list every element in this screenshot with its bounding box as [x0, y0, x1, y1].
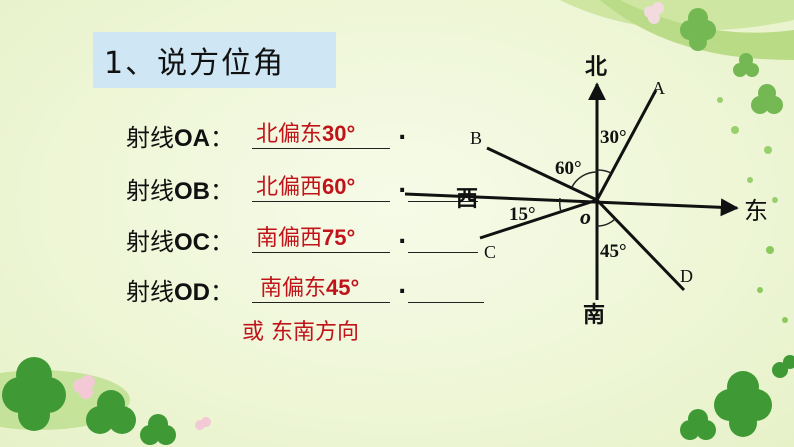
arc-oa — [596, 169, 612, 174]
answer-blank — [252, 148, 390, 149]
arc-oc — [558, 197, 562, 213]
answer-text: 北偏东30° — [256, 121, 356, 147]
answer-blank — [252, 252, 390, 253]
west-label: 西 — [456, 187, 478, 212]
period: . — [398, 224, 407, 249]
answer-text: 南偏西75° — [256, 225, 356, 251]
arc-ob — [571, 171, 598, 188]
point-b-label: B — [470, 128, 482, 148]
row-label: 射线OC： — [126, 228, 234, 256]
angle-oa-label: 30° — [600, 127, 627, 148]
origin-label: o — [580, 204, 591, 229]
extra-blank — [408, 302, 484, 303]
east-label: 东 — [744, 197, 768, 225]
west-east-axis — [404, 192, 739, 217]
period: . — [398, 120, 407, 145]
extra-blank — [408, 252, 478, 253]
answer-text: 北偏西60° — [256, 174, 356, 200]
ray-oa — [595, 89, 658, 201]
point-a-label: A — [652, 78, 665, 98]
slide-title: 1、说方位角 — [104, 46, 286, 81]
point-d-label: D — [680, 266, 693, 286]
row-label: 射线OB： — [126, 177, 234, 205]
angle-ob-label: 60° — [555, 158, 582, 179]
point-c-label: C — [484, 242, 496, 262]
answer-blank — [252, 302, 390, 303]
period: . — [398, 274, 407, 299]
ray-ob — [486, 146, 598, 202]
angle-oc-label: 15° — [509, 204, 536, 225]
extra-blank — [408, 201, 478, 202]
angle-od-label: 45° — [600, 241, 627, 262]
alternative-answer: 或 东南方向 — [242, 320, 359, 345]
row-label: 射线OD： — [126, 278, 234, 306]
south-label: 南 — [583, 303, 605, 328]
title-background — [93, 32, 336, 88]
north-label: 北 — [585, 55, 607, 80]
answer-blank — [252, 201, 390, 202]
ray-od — [595, 198, 686, 292]
answer-text: 南偏东45° — [260, 275, 360, 301]
ray-oc — [479, 198, 598, 240]
arc-od — [596, 218, 616, 227]
row-label: 射线OA： — [126, 124, 234, 152]
period: . — [398, 173, 407, 198]
